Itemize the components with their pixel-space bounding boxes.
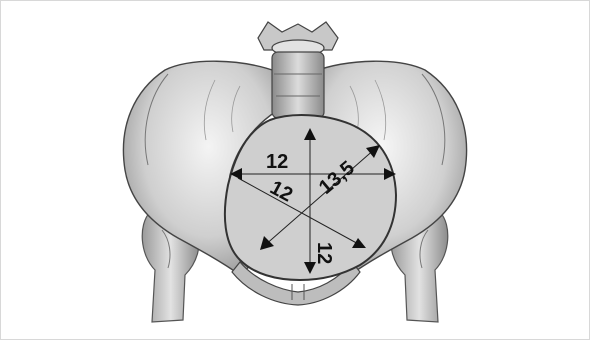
vertical-diameter-label: 12: [313, 242, 335, 264]
horizontal-diameter-label: 12: [266, 151, 288, 173]
